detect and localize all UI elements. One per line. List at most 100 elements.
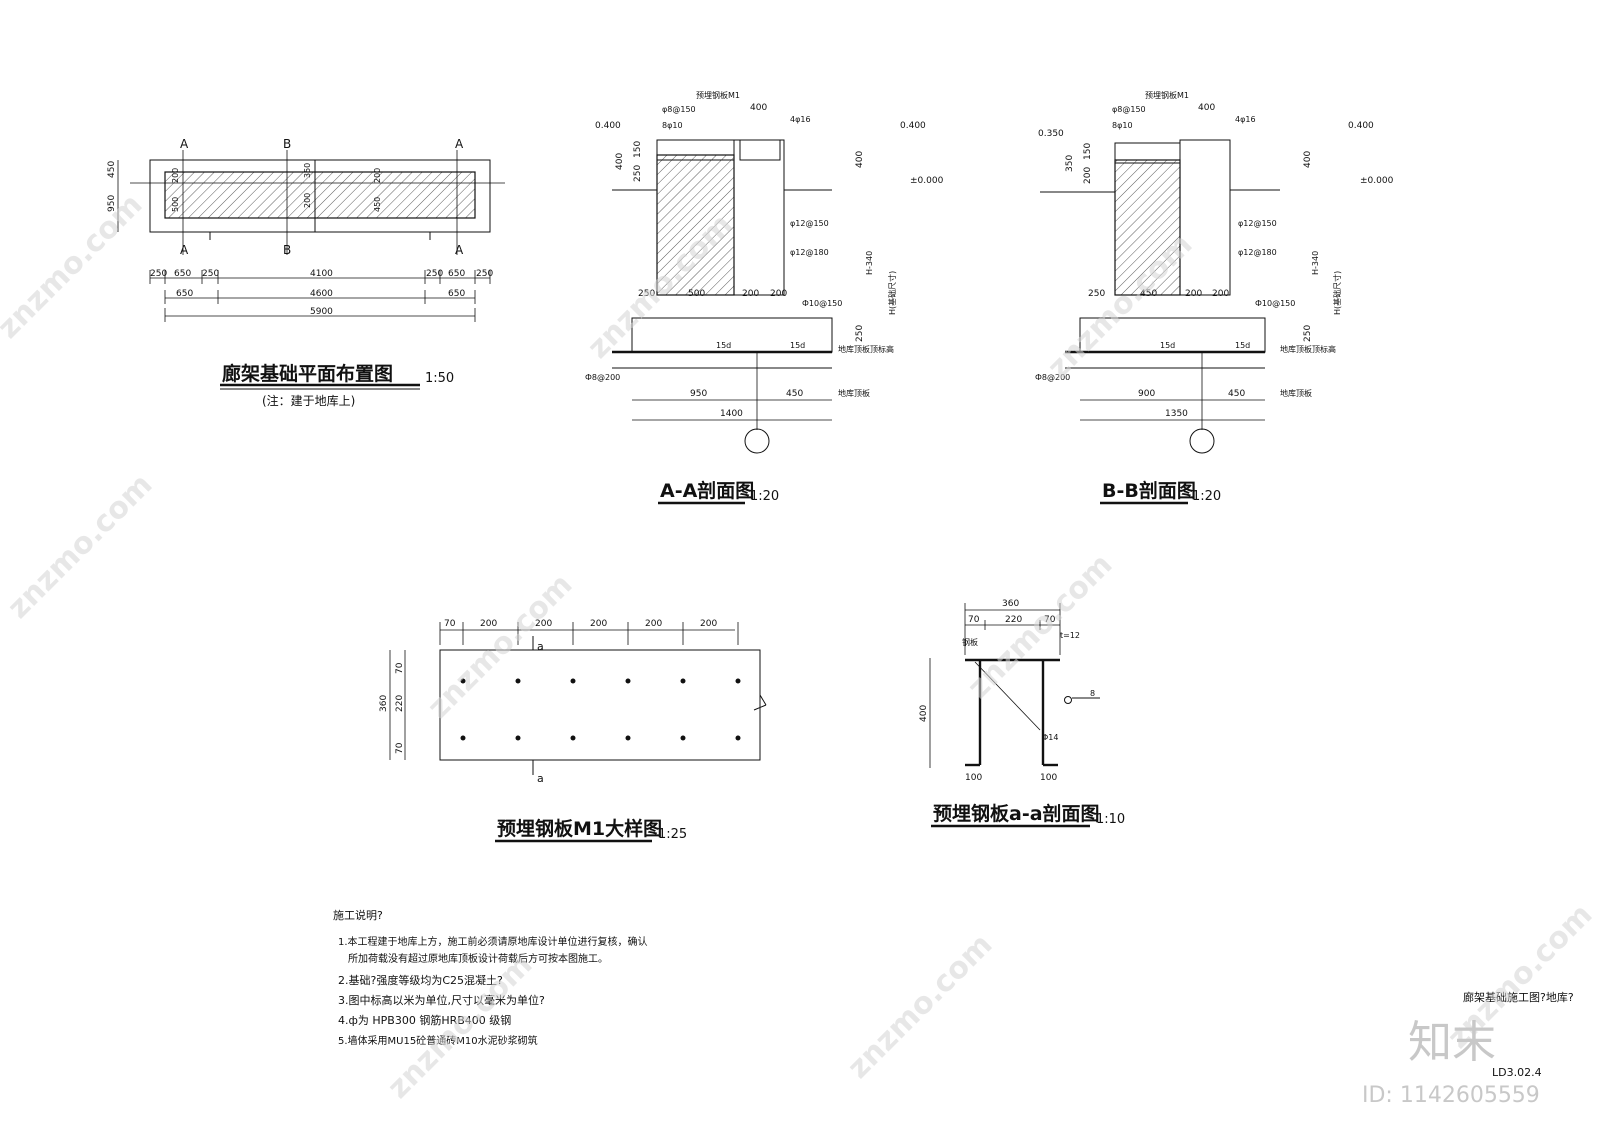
ps-scale: 1:10 xyxy=(1096,812,1125,827)
aa-label-embed: 预埋钢板M1 xyxy=(696,90,740,100)
aa-dim-mid-1: 250 xyxy=(638,289,655,299)
notes-line-2: 所加荷载没有超过原地库顶板设计荷载后方可按本图施工。 xyxy=(348,952,608,965)
m1-top-dim-1: 70 xyxy=(444,619,456,629)
plan-inner-dim-3: 350 xyxy=(303,163,312,178)
bb-label-bar-mid: 8φ10 xyxy=(1112,121,1133,130)
bb-elev-right: 0.400 xyxy=(1348,121,1374,131)
plan-footing-strip xyxy=(164,171,476,219)
aa-dim-right-1: 400 xyxy=(855,151,865,168)
notes-line-6: 5.墙体采用MU15砼普通砖M10水泥砂浆砌筑 xyxy=(338,1034,538,1047)
m1-side-dim-2: 220 xyxy=(395,695,405,712)
notes-line-5: 4.ф为 HPB300 钢筋HRB400 级钢 xyxy=(338,1013,511,1027)
bb-dim-total: 1350 xyxy=(1165,409,1188,419)
title-block-code: LD3.02.4 xyxy=(1492,1066,1542,1079)
plan-row1-dim-4: 4100 xyxy=(310,269,333,279)
bb-dim-right-2: 250 xyxy=(1303,325,1313,342)
aa-elev-right: 0.400 xyxy=(900,121,926,131)
title-block: 廊架基础施工图?地库? LD3.02.4 xyxy=(1463,990,1574,1079)
plan-section-mark-a2: A xyxy=(455,137,464,151)
aa-label-wall1: φ12@150 xyxy=(790,219,829,228)
plan-row1-dim-2: 650 xyxy=(174,269,191,279)
plan-inner-dim-2: 500 xyxy=(171,197,180,212)
aa-dim-left-3: 250 xyxy=(633,165,643,182)
plan-dim-left-450: 450 xyxy=(107,161,117,178)
bb-dim-top: 400 xyxy=(1198,103,1215,113)
aa-label-wall2: φ12@180 xyxy=(790,248,829,257)
aa-label-bottom: Ф8@200 xyxy=(585,373,620,382)
plate-m1-detail: 70 200 200 200 200 200 360 70 220 70 a a… xyxy=(379,619,767,843)
aa-dim-total: 1400 xyxy=(720,409,743,419)
notes-line-4: 3.图中标高以米为单位,尺寸以毫米为单位? xyxy=(338,993,545,1007)
m1-side-dim-3: 70 xyxy=(395,742,405,754)
ps-bottom-dim-2: 100 xyxy=(1040,773,1057,783)
bb-label-bottom: Ф8@200 xyxy=(1035,373,1070,382)
m1-side-dim-1: 70 xyxy=(395,662,405,674)
plan-outer-outline xyxy=(149,159,491,233)
section-bb: 0.350 0.400 ±0.000 预埋钢板M1 φ8@150 8φ10 4φ… xyxy=(1035,90,1394,505)
aa-dim-top: 400 xyxy=(750,103,767,113)
plan-row1-dim-5: 250 xyxy=(426,269,443,279)
ps-bottom-dim-1: 100 xyxy=(965,773,982,783)
bb-dim-mid-4: 200 xyxy=(1212,289,1229,299)
aa-label-len2: 15d xyxy=(790,341,805,350)
m1-cut-mark-top: a xyxy=(537,640,544,653)
bb-label-wall1: φ12@150 xyxy=(1238,219,1277,228)
m1-cut-mark-bottom: a xyxy=(537,772,544,785)
plan-section-mark-a3: A xyxy=(180,243,189,257)
aa-label-ground: 地库顶板 xyxy=(838,388,870,398)
aa-dim-mid-4: 200 xyxy=(770,289,787,299)
bb-pier xyxy=(1114,159,1181,296)
bb-scale: 1:20 xyxy=(1192,489,1221,504)
notes-heading: 施工说明? xyxy=(333,908,383,922)
ps-top-dim-1: 70 xyxy=(968,615,980,625)
watermark-layer: znzmo.com znzmo.com znzmo.com znzmo.com … xyxy=(0,187,1599,1108)
aa-label-bar-cap: 4φ16 xyxy=(790,115,811,124)
ps-weld-label: 8 xyxy=(1090,689,1095,698)
watermark-4: znzmo.com xyxy=(421,567,580,726)
m1-top-dim-2: 200 xyxy=(480,619,497,629)
ps-side-label: 钢板 xyxy=(962,637,978,647)
plate-m1-studs xyxy=(460,678,741,741)
plan-row3-dim-1: 5900 xyxy=(310,307,333,317)
bb-label-base: Ф10@150 xyxy=(1255,299,1295,308)
notes-line-1: 1.本工程建于地库上方，施工前必须请原地库设计单位进行复核，确认 xyxy=(338,935,648,948)
aa-label-len1: 15d xyxy=(716,341,731,350)
watermark-id: ID: 1142605559 xyxy=(1362,1083,1540,1108)
m1-top-dim-3: 200 xyxy=(535,619,552,629)
bb-label-ground: 地库顶板 xyxy=(1280,388,1312,398)
construction-notes: 施工说明? 1.本工程建于地库上方，施工前必须请原地库设计单位进行复核，确认 所… xyxy=(333,908,648,1047)
plan-section-mark-a1: A xyxy=(180,137,189,151)
bb-label-len2: 15d xyxy=(1235,341,1250,350)
m1-top-dim-5: 200 xyxy=(645,619,662,629)
bb-label-wall2: φ12@180 xyxy=(1238,248,1277,257)
plan-section-mark-b2: B xyxy=(283,243,291,257)
aa-dim-left-2: 400 xyxy=(615,153,625,170)
bb-dim-mid-2: 450 xyxy=(1140,289,1157,299)
aa-elev-zero: ±0.000 xyxy=(910,176,944,186)
aa-label-bar-mid: 8φ10 xyxy=(662,121,683,130)
bb-label-bar-top: φ8@150 xyxy=(1112,105,1146,114)
m1-title: 预埋钢板M1大样图 xyxy=(497,817,662,840)
plan-inner-dim-4: 200 xyxy=(303,193,312,208)
bb-dim-left-2: 350 xyxy=(1065,155,1075,172)
plan-row2-dim-1: 650 xyxy=(176,289,193,299)
ps-thickness: t=12 xyxy=(1060,631,1080,640)
aa-dim-bottom-2: 450 xyxy=(786,389,803,399)
aa-dim-right-2: 250 xyxy=(855,325,865,342)
plate-section-aa: 360 70 220 70 t=12 钢板 8 Φ14 400 100 100 … xyxy=(919,599,1125,828)
aa-dim-mid-2: 500 xyxy=(688,289,705,299)
aa-label-h-note: H(基础尺寸) xyxy=(887,271,897,315)
bb-title: B-B剖面图 xyxy=(1102,479,1196,502)
aa-title: A-A剖面图 xyxy=(660,479,754,502)
plan-note: (注：建于地库上) xyxy=(262,393,355,408)
plan-row1-dim-1: 250 xyxy=(150,269,167,279)
bb-label-len1: 15d xyxy=(1160,341,1175,350)
bb-label-embed: 预埋钢板M1 xyxy=(1145,90,1189,100)
bb-dim-right-1: 400 xyxy=(1303,151,1313,168)
plan-section-mark-b1: B xyxy=(283,137,291,151)
plan-view: A B A A B A 450 950 200 500 350 200 200 … xyxy=(107,137,505,408)
ps-top-total: 360 xyxy=(1002,599,1019,609)
aa-pier xyxy=(656,154,735,296)
bb-label-bar-cap: 4φ16 xyxy=(1235,115,1256,124)
